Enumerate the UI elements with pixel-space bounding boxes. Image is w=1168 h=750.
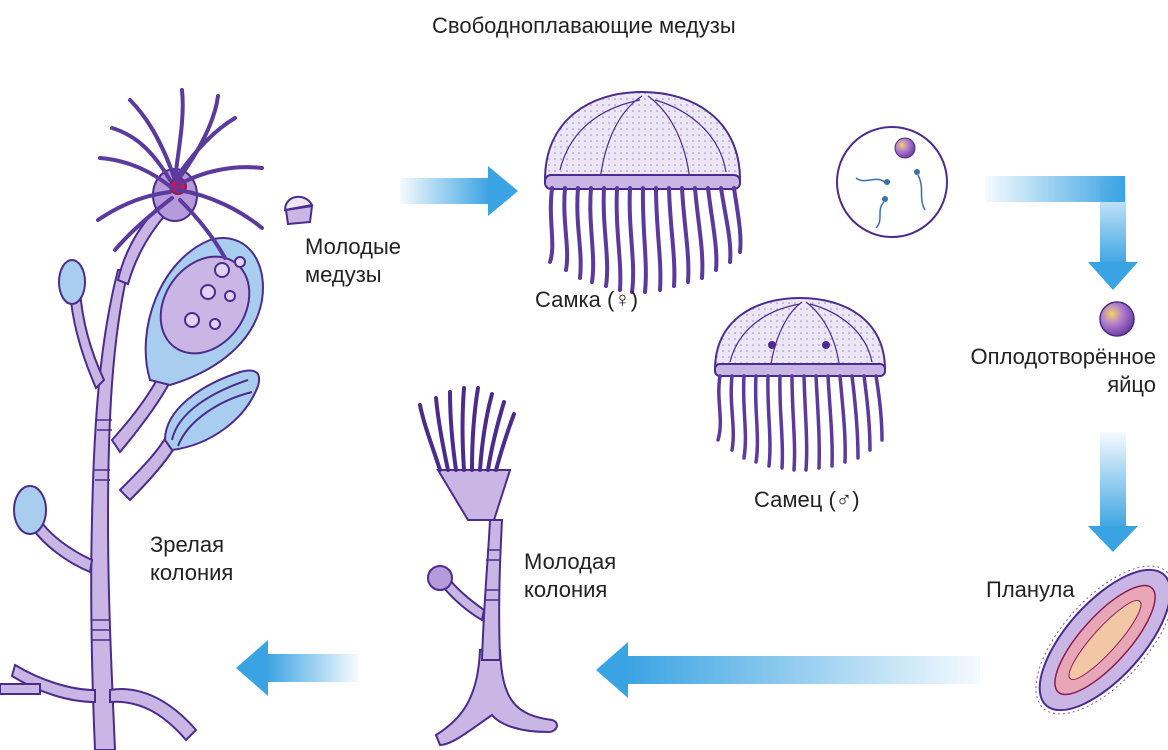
label-young-medusae-line1: Молодые bbox=[305, 233, 401, 261]
label-male: Самец (♂) bbox=[754, 486, 860, 514]
label-young-medusae: Молодые медузы bbox=[305, 233, 401, 289]
label-mature-colony-line2: колония bbox=[150, 559, 233, 587]
label-mature-colony: Зрелая колония bbox=[150, 531, 233, 587]
male-medusa-illustration bbox=[715, 298, 885, 470]
planula-illustration bbox=[1012, 544, 1168, 737]
label-young-colony-line1: Молодая bbox=[524, 548, 616, 576]
fertilized-egg-illustration bbox=[1100, 302, 1134, 336]
label-fertilized-egg: Оплодотворённое яйцо bbox=[920, 343, 1156, 399]
label-fertilized-egg-line1: Оплодотворённое bbox=[920, 343, 1156, 371]
label-young-colony: Молодая колония bbox=[524, 548, 616, 604]
arrow-egg-to-planula bbox=[1088, 432, 1138, 552]
label-young-medusae-line2: медузы bbox=[305, 261, 401, 289]
label-fertilized-egg-line2: яйцо bbox=[920, 371, 1156, 399]
arrow-gametes-to-egg bbox=[985, 176, 1138, 290]
arrow-planula-to-young-colony bbox=[596, 642, 980, 698]
label-young-colony-line2: колония bbox=[524, 576, 616, 604]
arrow-young-to-mature-colony bbox=[236, 640, 358, 696]
arrow-polyp-to-medusa bbox=[400, 166, 518, 216]
label-female: Самка (♀) bbox=[535, 286, 638, 314]
label-planula: Планула bbox=[986, 576, 1075, 604]
label-mature-colony-line1: Зрелая bbox=[150, 531, 233, 559]
diagram-title: Свободноплавающие медузы bbox=[432, 12, 736, 40]
female-medusa-illustration bbox=[545, 92, 741, 292]
gametes-illustration bbox=[837, 127, 947, 237]
